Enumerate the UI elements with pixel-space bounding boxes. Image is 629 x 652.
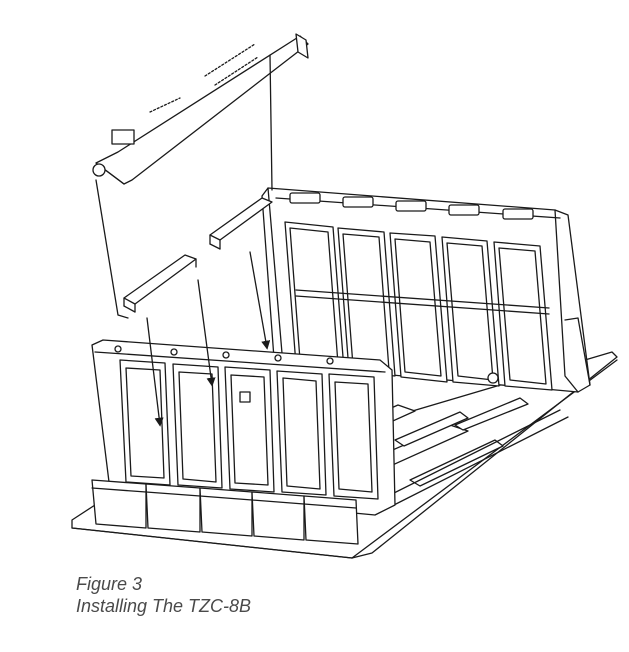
figure-caption: Installing The TZC-8B [76, 596, 252, 616]
insertion-arrows [146, 251, 271, 427]
rear-card-cage [261, 187, 591, 393]
tzc-8b-module [92, 33, 309, 319]
figure-label: Figure 3 [76, 574, 143, 594]
front-card-cage [91, 339, 396, 545]
